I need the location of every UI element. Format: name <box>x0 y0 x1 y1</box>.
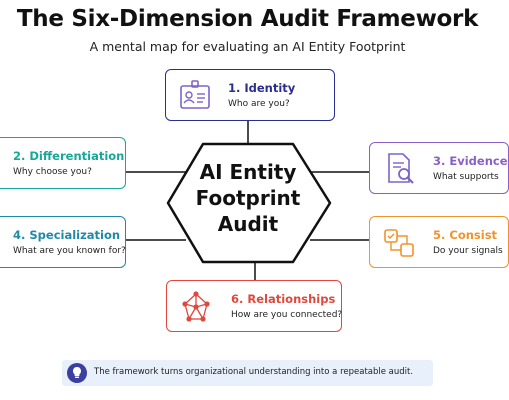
page-subtitle: A mental map for evaluating an AI Entity… <box>89 39 406 54</box>
dimension-label: 6. Relationships <box>231 292 336 306</box>
footer-note: The framework turns organizational under… <box>62 360 433 386</box>
page-title: The Six-Dimension Audit Framework <box>16 6 479 32</box>
dimension-question: What supports <box>433 172 499 182</box>
center-label: AI Entity Footprint Audit <box>163 159 333 237</box>
dimension-card-identity: 1. Identity Who are you? <box>165 69 335 121</box>
dimension-question: Who are you? <box>228 99 290 109</box>
dimension-card-differentiation: 2. Differentiation Why choose you? <box>0 137 126 189</box>
dimension-card-specialization: 4. Specialization What are you known for… <box>0 216 126 268</box>
center-hexagon <box>166 142 332 264</box>
dimension-question: What are you known for? <box>13 246 126 256</box>
center-line-1: AI Entity <box>199 160 297 184</box>
center-line-3: Audit <box>217 212 279 236</box>
dimension-question: Why choose you? <box>13 167 92 177</box>
dimension-label: 1. Identity <box>228 81 296 95</box>
dimension-card-consistency: 5. Consist Do your signals <box>369 216 509 268</box>
dimension-question: How are you connected? <box>231 310 343 320</box>
dimension-question: Do your signals <box>433 246 503 256</box>
id-badge-icon <box>180 80 210 109</box>
lightbulb-icon <box>67 363 87 383</box>
footer-text: The framework turns organizational under… <box>94 367 414 377</box>
document-magnifier-icon <box>388 153 414 184</box>
dimension-label: 2. Differentiation <box>13 149 125 163</box>
dimension-label: 4. Specialization <box>13 228 121 242</box>
dimension-label: 3. Evidence <box>433 154 508 168</box>
network-nodes-icon <box>182 291 210 322</box>
dimension-label: 5. Consist <box>433 228 498 242</box>
dimension-card-relationships: 6. Relationships How are you connected? <box>166 280 342 332</box>
connector-lines <box>126 121 370 280</box>
dimension-card-evidence: 3. Evidence What supports <box>369 142 509 194</box>
center-line-2: Footprint <box>195 186 301 210</box>
linked-boxes-icon <box>384 229 414 257</box>
